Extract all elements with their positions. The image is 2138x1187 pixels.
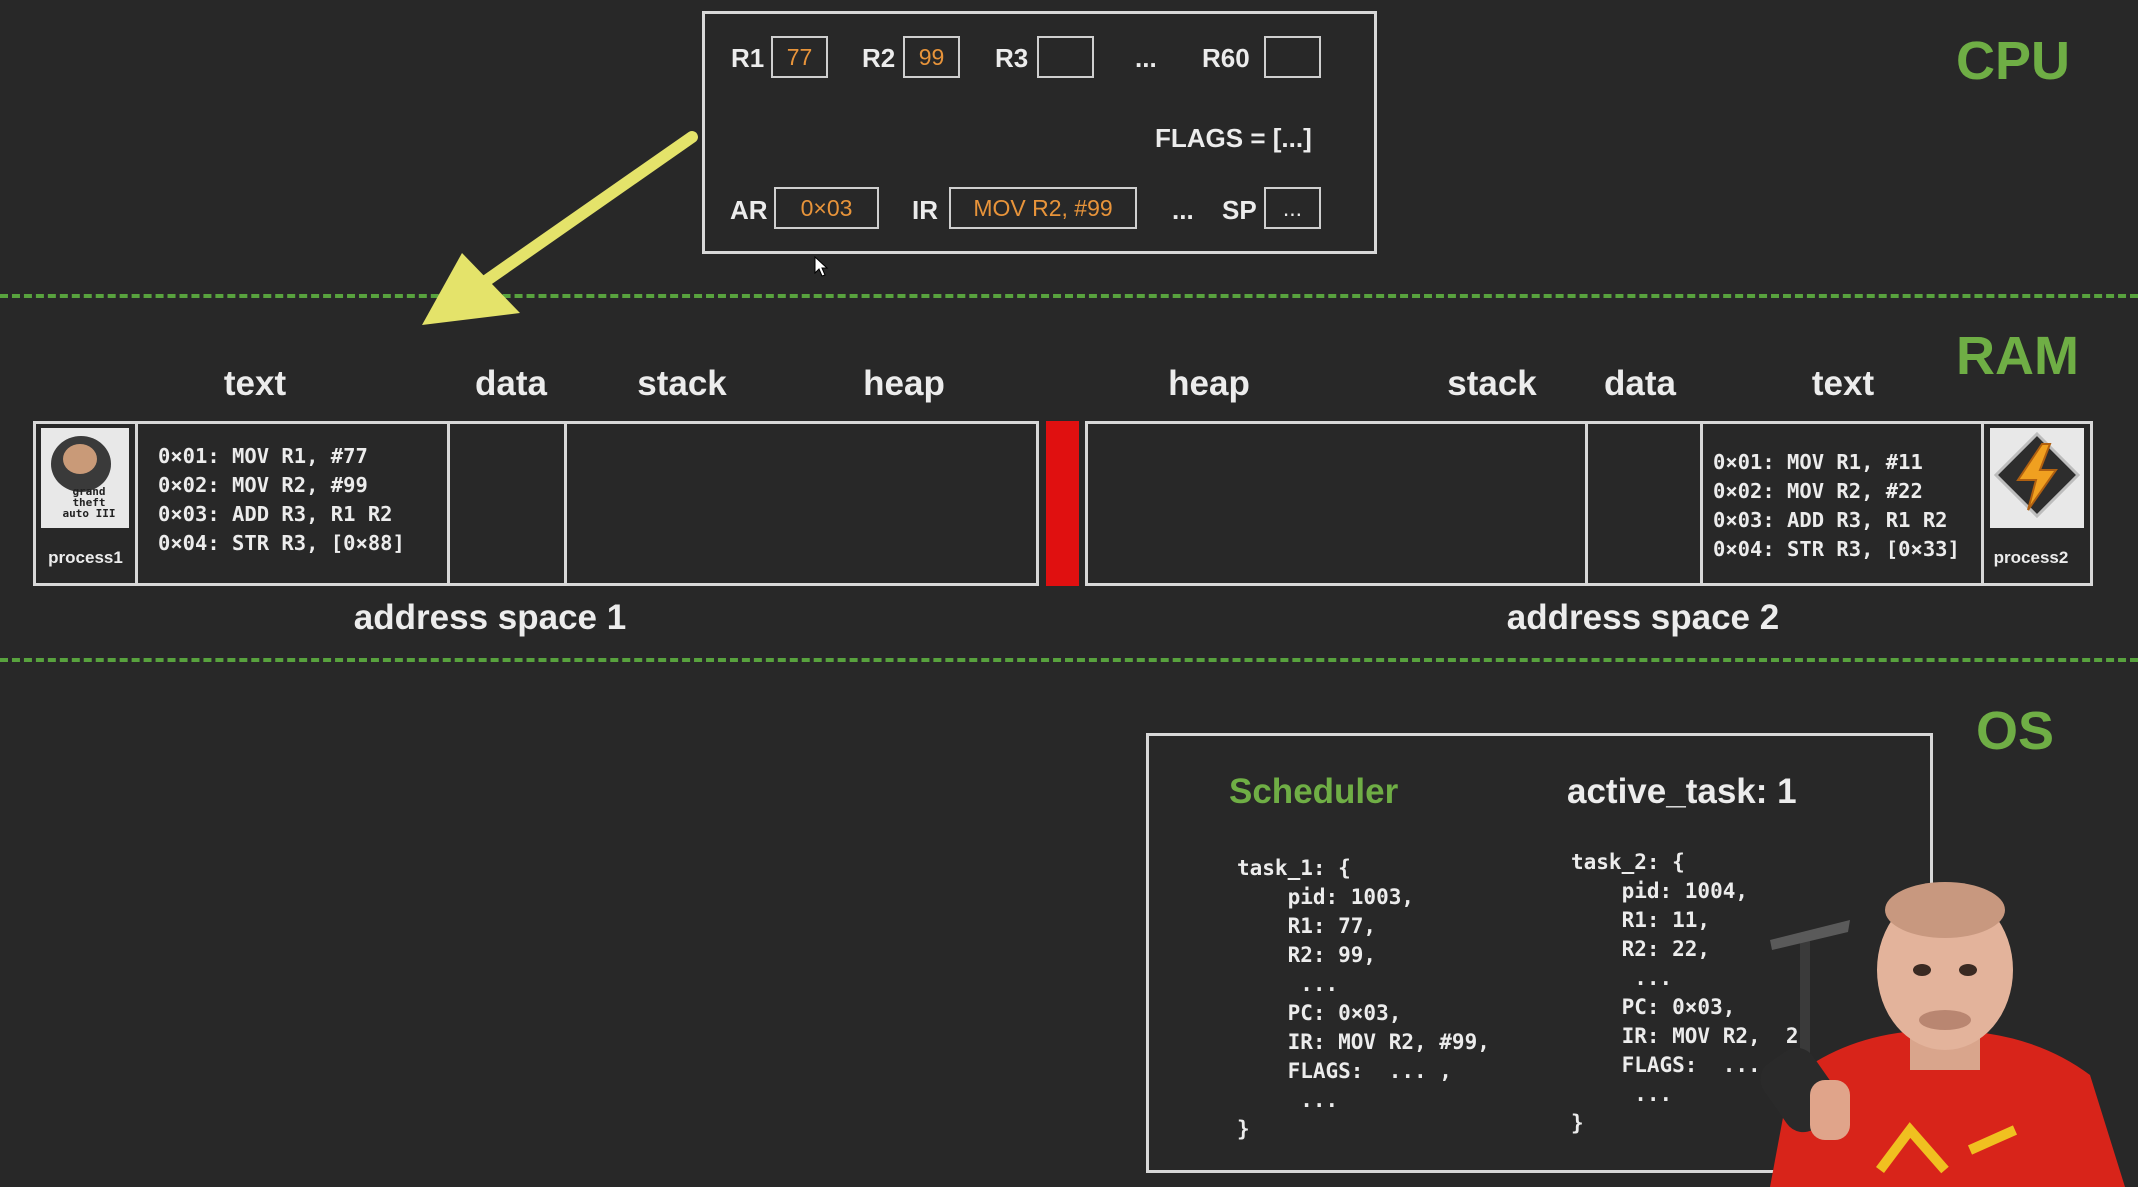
as1-text-label: text [223,364,287,403]
as2-stack-label: stack [1447,364,1537,403]
process1-icon-cell: grand theft auto III process1 [33,421,138,586]
as1-heap-label: heap [863,364,945,403]
as1-data-segment [447,421,567,586]
as1-stack-label: stack [637,364,727,403]
as2-code-line: 0×03: ADD R3, R1 R2 [1713,508,1948,532]
presenter-webcam-overlay [1760,882,2125,1187]
flags-label: FLAGS = [...] [1155,123,1312,153]
as1-text-segment: 0×01: MOV R1, #77 0×02: MOV R2, #99 0×03… [135,421,450,586]
as2-text-label: text [1811,364,1875,403]
scheduler-title: Scheduler [1229,772,1399,811]
r3-value-box [1037,36,1094,78]
ar-value-box: 0×03 [774,187,879,229]
process2-label: process2 [1993,548,2069,567]
as1-code-line: 0×02: MOV R2, #99 [158,473,368,497]
as1-data-label: data [475,364,547,403]
sp-label: SP [1222,195,1257,225]
r2-value-box: 99 [903,36,960,78]
cpu-ram-divider [0,294,2138,298]
process1-label: process1 [48,548,123,567]
as1-code-line: 0×03: ADD R3, R1 R2 [158,502,393,526]
as2-code-line: 0×01: MOV R1, #11 [1713,450,1923,474]
ir-label: IR [912,195,938,225]
as2-heap-stack-segment [1085,421,1588,586]
scheduler-panel: Scheduler active_task: 1 task_1: { pid: … [1146,733,1933,1173]
as2-data-label: data [1604,364,1676,403]
r60-label: R60 [1202,43,1250,73]
as2-code-line: 0×02: MOV R2, #22 [1713,479,1923,503]
os-section-label: OS [1976,701,2055,761]
as2-data-segment [1585,421,1703,586]
register-ellipsis: ... [1135,43,1157,73]
as2-heap-label: heap [1168,364,1250,403]
r1-value-box: 77 [771,36,828,78]
ar-label: AR [730,195,768,225]
address-space-1-label: address space 1 [353,598,627,637]
ram-section-label: RAM [1956,326,2079,386]
r1-label: R1 [731,43,765,73]
address-space-boundary [1046,421,1079,586]
cpu-section-label: CPU [1956,31,2071,91]
as1-stack-heap-segment [564,421,1039,586]
yellow-arrow-icon [422,131,698,325]
r60-value-box [1264,36,1321,78]
as2-code-line: 0×04: STR R3, [0×33] [1713,537,1960,561]
cursor-icon [814,256,829,277]
ram-os-divider [0,658,2138,662]
cpu-register-panel: R1 77 R2 99 R3 ... R60 FLAGS = [...] AR … [702,11,1377,254]
active-task-label: active_task: 1 [1567,772,1797,811]
sp-value-box: ... [1264,187,1321,229]
gta3-icon: grand theft auto III [41,428,129,528]
ir-value-box: MOV R2, #99 [949,187,1137,229]
as2-text-segment: 0×01: MOV R1, #11 0×02: MOV R2, #22 0×03… [1700,421,1984,586]
address-space-2-label: address space 2 [1506,598,1780,637]
r3-label: R3 [995,43,1029,73]
r2-label: R2 [862,43,896,73]
task-2-record: task_2: { pid: 1004, R1: 11, R2: 22, ...… [1571,850,1812,1135]
winamp-lightning-icon [1990,428,2084,528]
task-1-record: task_1: { pid: 1003, R1: 77, R2: 99, ...… [1237,856,1490,1141]
bottom-register-ellipsis: ... [1172,195,1194,225]
process2-icon-cell: process2 [1981,421,2093,586]
as1-code-line: 0×04: STR R3, [0×88] [158,531,405,555]
as1-code-line: 0×01: MOV R1, #77 [158,444,368,468]
